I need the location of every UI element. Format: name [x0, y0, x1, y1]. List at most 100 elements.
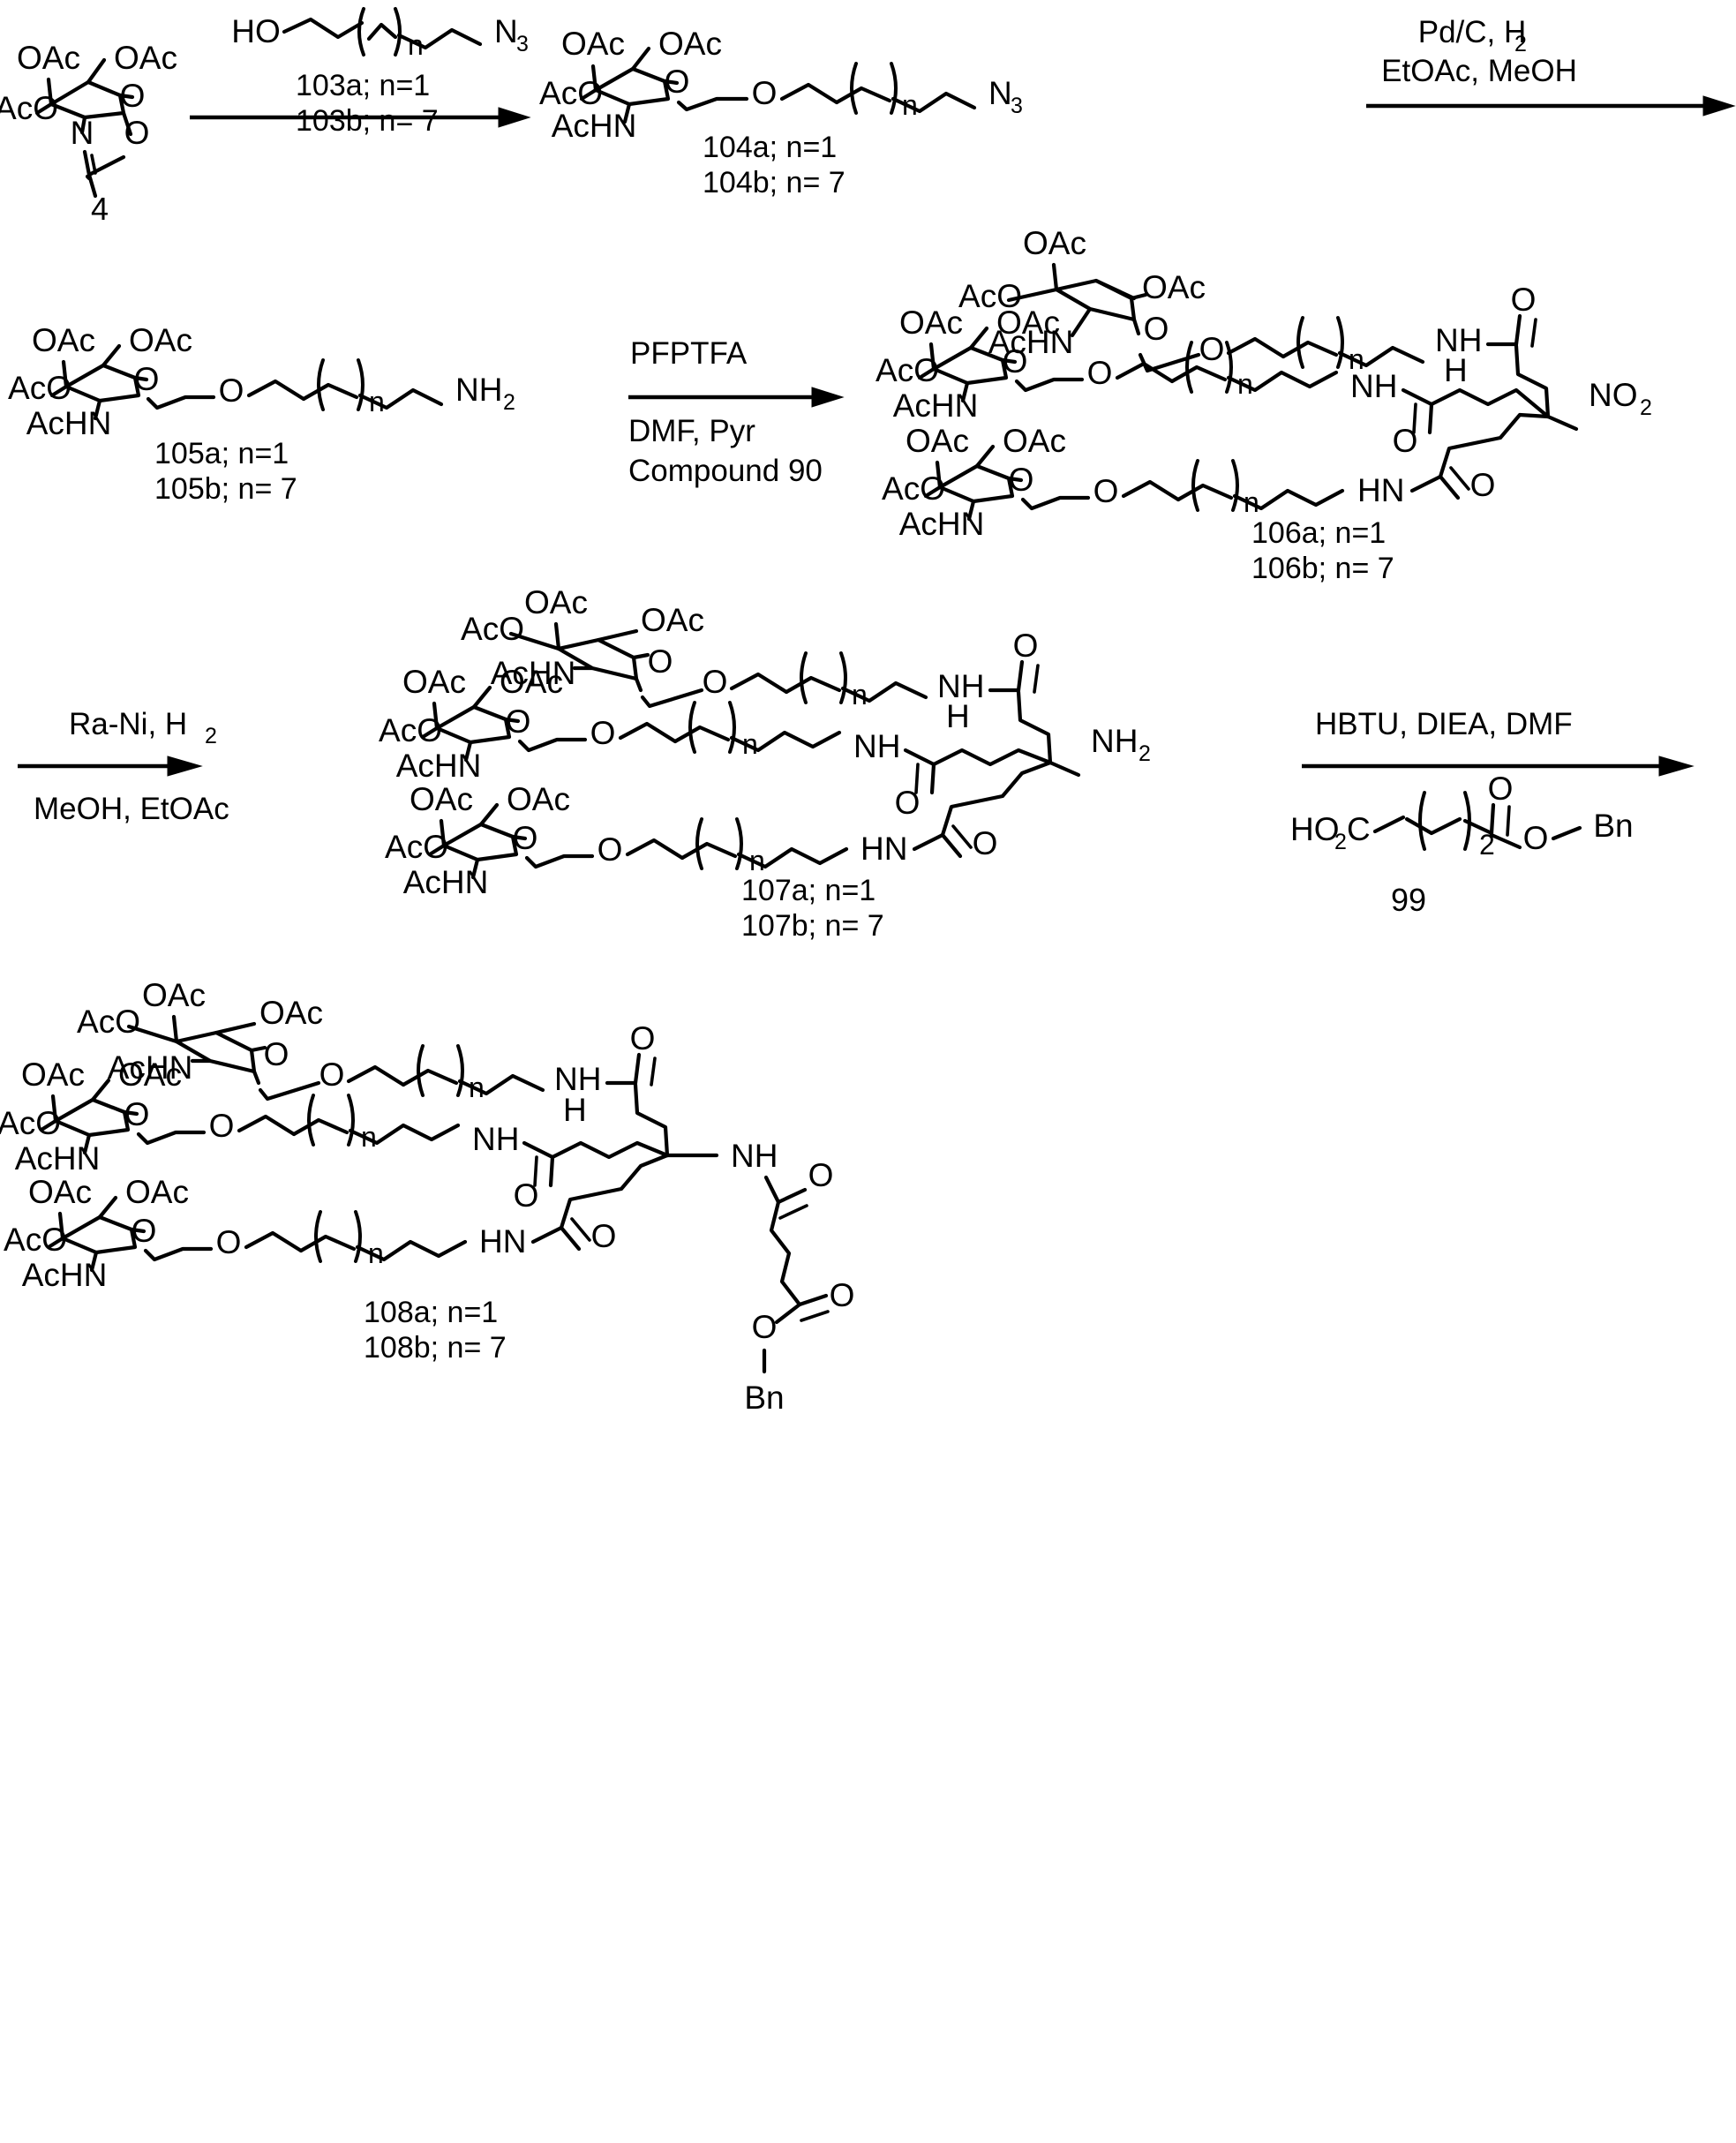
atom-label-O-glycosidic: O — [597, 831, 623, 868]
reagent-pd-c: Pd/C, H — [1418, 15, 1527, 49]
atom-label-OAc: OAc — [658, 26, 722, 62]
compound-label-107b: 107b; n= 7 — [741, 909, 884, 943]
atom-label-HN: HN — [479, 1223, 526, 1259]
atom-label-O-carbonyl: O — [630, 1020, 656, 1056]
compound-label-103b: 103b; n= 7 — [296, 104, 439, 138]
atom-label-O-glycosidic: O — [209, 1108, 235, 1144]
atom-label-O-carbonyl: O — [514, 1177, 539, 1214]
compound-label-4: 4 — [91, 191, 109, 227]
atom-label-O-ester: O — [752, 1309, 778, 1345]
atom-label-HO2C: HO — [1290, 811, 1340, 847]
atom-label-N3: N — [988, 75, 1012, 111]
atom-label-O-ring: O — [1144, 311, 1169, 347]
structure-compound-108: OAc OAc AcO AcHN O O n NH H O NH O O O B… — [0, 977, 854, 1416]
atom-label-OAc: OAc — [32, 322, 95, 358]
atom-label-AcO: AcO — [461, 611, 524, 647]
atom-label-O-glycosidic: O — [590, 715, 616, 751]
structure-compound-106: OAc OAc AcO AcHN O O n NH H O NO 2 OAc O… — [876, 225, 1652, 585]
reagent-etoac-meoh: EtOAc, MeOH — [1381, 54, 1577, 88]
atom-label-O-ester-carbonyl: O — [830, 1277, 855, 1313]
atom-label-O-glycosidic: O — [319, 1056, 345, 1093]
atom-label-HN: HN — [860, 831, 907, 867]
reagent-rani-sub: 2 — [205, 724, 217, 748]
atom-sub-HO2C: 2 — [1334, 830, 1347, 854]
reagent-meoh-etoac: MeOH, EtOAc — [34, 792, 229, 826]
atom-label-HO2C-tail: C — [1347, 811, 1371, 847]
atom-label-H: H — [1444, 352, 1468, 388]
reaction-arrow-4: Ra-Ni, H 2 MeOH, EtOAc — [18, 707, 229, 826]
compound-label-99: 99 — [1391, 882, 1426, 918]
compound-label-105b: 105b; n= 7 — [154, 472, 297, 506]
atom-label-NO2: NO — [1589, 377, 1638, 413]
atom-label-AcHN: AcHN — [552, 108, 637, 144]
reaction-arrow-3: PFPTFA DMF, Pyr Compound 90 — [628, 336, 843, 488]
atom-label-H: H — [563, 1092, 587, 1128]
atom-sub-NO2: 2 — [1640, 395, 1652, 420]
reagent-compound-90: Compound 90 — [628, 454, 823, 488]
atom-label-O-ring: O — [264, 1036, 289, 1072]
reaction-arrow-2: Pd/C, H 2 EtOAc, MeOH — [1366, 15, 1734, 116]
atom-label-O-glycosidic: O — [1087, 355, 1113, 391]
compound-label-108b: 108b; n= 7 — [364, 1331, 507, 1365]
atom-label-NH: NH — [1350, 368, 1397, 404]
atom-label-N3: N — [494, 13, 518, 49]
atom-label-OAc: OAc — [641, 602, 704, 638]
reagent-rani: Ra-Ni, H — [69, 707, 187, 741]
structure-compound-4: OAc OAc AcO N O O 4 — [0, 40, 177, 227]
atom-sub-NH2: 2 — [1139, 741, 1151, 766]
atom-label-OAc: OAc — [17, 40, 80, 76]
atom-label-OAc: OAc — [1023, 225, 1086, 261]
compound-label-104a: 104a; n=1 — [703, 131, 837, 164]
atom-label-OAc: OAc — [114, 40, 177, 76]
atom-label-OAc: OAc — [129, 322, 192, 358]
atom-label-OAc: OAc — [899, 305, 963, 341]
structure-compound-105: OAc OAc AcO AcHN O O n NH 2 105a; n=1 10… — [8, 322, 515, 506]
compound-label-107a: 107a; n=1 — [741, 874, 876, 907]
atom-sub-N3: 3 — [516, 32, 529, 56]
atom-label-O-carbonyl: O — [1470, 467, 1496, 503]
reagent-hbtu: HBTU, DIEA, DMF — [1315, 707, 1573, 741]
atom-label-O-ring: O — [648, 643, 673, 680]
atom-label-OAc: OAc — [142, 977, 206, 1013]
atom-label-Bn: Bn — [1593, 808, 1633, 844]
compound-label-105a: 105a; n=1 — [154, 437, 289, 470]
atom-label-OAc: OAc — [402, 664, 466, 700]
atom-label-OAc: OAc — [28, 1174, 92, 1210]
reagent-pfptfa: PFPTFA — [630, 336, 748, 371]
atom-label-O-ester: O — [1523, 820, 1549, 856]
reagent-pd-c-sub: 2 — [1514, 32, 1527, 56]
atom-label-OAc: OAc — [1142, 269, 1206, 305]
atom-label-OAc: OAc — [507, 781, 570, 817]
atom-label-O-glycosidic: O — [1093, 473, 1119, 509]
atom-label-H: H — [946, 698, 970, 734]
compound-label-108a: 108a; n=1 — [364, 1296, 498, 1329]
atom-label-OAc: OAc — [125, 1174, 189, 1210]
atom-label-O-carbonyl: O — [895, 785, 921, 821]
atom-label-O-glycosidic: O — [219, 372, 244, 409]
atom-sub-N3: 3 — [1011, 94, 1023, 118]
atom-label-Bn: Bn — [744, 1380, 784, 1416]
atom-label-HN: HN — [1357, 472, 1404, 508]
compound-label-103a: 103a; n=1 — [296, 69, 430, 102]
atom-label-OAc: OAc — [410, 781, 473, 817]
atom-label-O-carbonyl: O — [591, 1218, 617, 1254]
atom-label-O-carbonyl: O — [1511, 282, 1537, 318]
atom-label-NH: NH — [853, 728, 900, 764]
atom-label-OAc: OAc — [500, 664, 563, 700]
structure-compound-107: OAc OAc AcO AcHN O O n NH H O NH 2 OAc O… — [379, 584, 1151, 943]
structure-compound-99: HO 2 C 2 O O Bn 99 — [1290, 771, 1634, 918]
atom-label-AcO: AcO — [77, 1004, 140, 1040]
atom-sub-NH2: 2 — [503, 390, 515, 415]
atom-label-O-carbonyl: O — [1488, 771, 1514, 807]
atom-label-NH2: NH — [1091, 723, 1138, 759]
atom-label-OAc: OAc — [996, 305, 1060, 341]
atom-label-NH2: NH — [455, 372, 502, 408]
structure-compound-104: OAc OAc AcO AcHN O O n N 3 104a; n=1 104… — [539, 26, 1023, 199]
atom-label-OAc: OAc — [118, 1056, 182, 1093]
atom-label-OAc: OAc — [259, 995, 323, 1031]
reagent-dmf-pyr: DMF, Pyr — [628, 414, 755, 448]
atom-label-O-carbonyl: O — [1013, 628, 1039, 664]
compound-label-104b: 104b; n= 7 — [703, 166, 845, 199]
atom-label-O-glycosidic: O — [752, 75, 778, 111]
